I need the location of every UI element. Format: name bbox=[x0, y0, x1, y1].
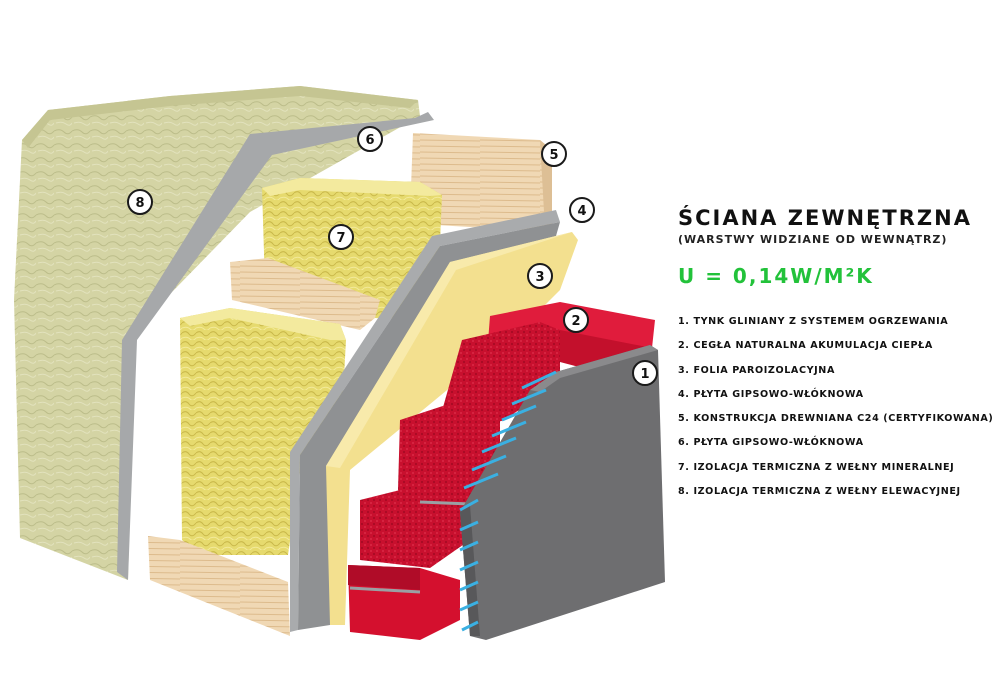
layer-5-timber-middle bbox=[230, 258, 380, 330]
layer-8-facade-wool bbox=[14, 86, 420, 580]
legend-panel: ŚCIANA ZEWNĘTRZNA (WARSTWY WIDZIANE OD W… bbox=[678, 206, 1000, 510]
callout-7: 7 bbox=[328, 224, 354, 250]
callout-1: 1 bbox=[632, 360, 658, 386]
svg-text:7: 7 bbox=[336, 231, 345, 246]
layer-item-6: 6. PŁYTA GIPSOWO-WŁÓKNOWA bbox=[678, 437, 864, 449]
diagram-subtitle: (WARSTWY WIDZIANE OD WEWNĄTRZ) bbox=[678, 233, 948, 246]
svg-text:2: 2 bbox=[571, 314, 580, 329]
svg-text:3: 3 bbox=[535, 270, 544, 285]
layer-item-8: 8. IZOLACJA TERMICZNA Z WEŁNY ELEWACYJNE… bbox=[678, 486, 961, 498]
diagram-title: ŚCIANA ZEWNĘTRZNA bbox=[678, 206, 972, 230]
svg-text:1: 1 bbox=[640, 367, 649, 382]
callout-2: 2 bbox=[563, 307, 589, 333]
layer-item-3: 3. FOLIA PAROIZOLACYJNA bbox=[678, 364, 835, 376]
callout-4: 4 bbox=[569, 197, 595, 223]
layer-item-7: 7. IZOLACJA TERMICZNA Z WEŁNY MINERALNEJ bbox=[678, 461, 955, 473]
svg-text:6: 6 bbox=[365, 133, 374, 148]
svg-text:4: 4 bbox=[577, 204, 586, 219]
heating-pipes bbox=[459, 370, 557, 632]
layer-item-4: 4. PŁYTA GIPSOWO-WŁÓKNOWA bbox=[678, 388, 864, 400]
layer-6-gypsum-board bbox=[117, 112, 434, 580]
layer-5-timber-bottom bbox=[148, 536, 290, 636]
svg-text:5: 5 bbox=[549, 148, 558, 163]
callout-8: 8 bbox=[127, 189, 153, 215]
callout-6: 6 bbox=[357, 126, 383, 152]
callout-3: 3 bbox=[527, 263, 553, 289]
layer-item-2: 2. CEGŁA NATURALNA AKUMULACJA CIEPŁA bbox=[678, 340, 933, 352]
layer-7-mineral-wool-lower bbox=[180, 308, 346, 555]
callout-5: 5 bbox=[541, 141, 567, 167]
layer-item-5: 5. KONSTRUKCJA DREWNIANA C24 (CERTYFIKOW… bbox=[678, 413, 994, 425]
layer-item-1: 1. TYNK GLINIANY Z SYSTEMEM OGRZEWANIA bbox=[678, 316, 949, 327]
layer-list: 1. TYNK GLINIANY Z SYSTEMEM OGRZEWANIA 2… bbox=[678, 316, 1000, 510]
u-value: U = 0,14W/M²K bbox=[678, 264, 874, 288]
svg-text:8: 8 bbox=[135, 196, 144, 211]
